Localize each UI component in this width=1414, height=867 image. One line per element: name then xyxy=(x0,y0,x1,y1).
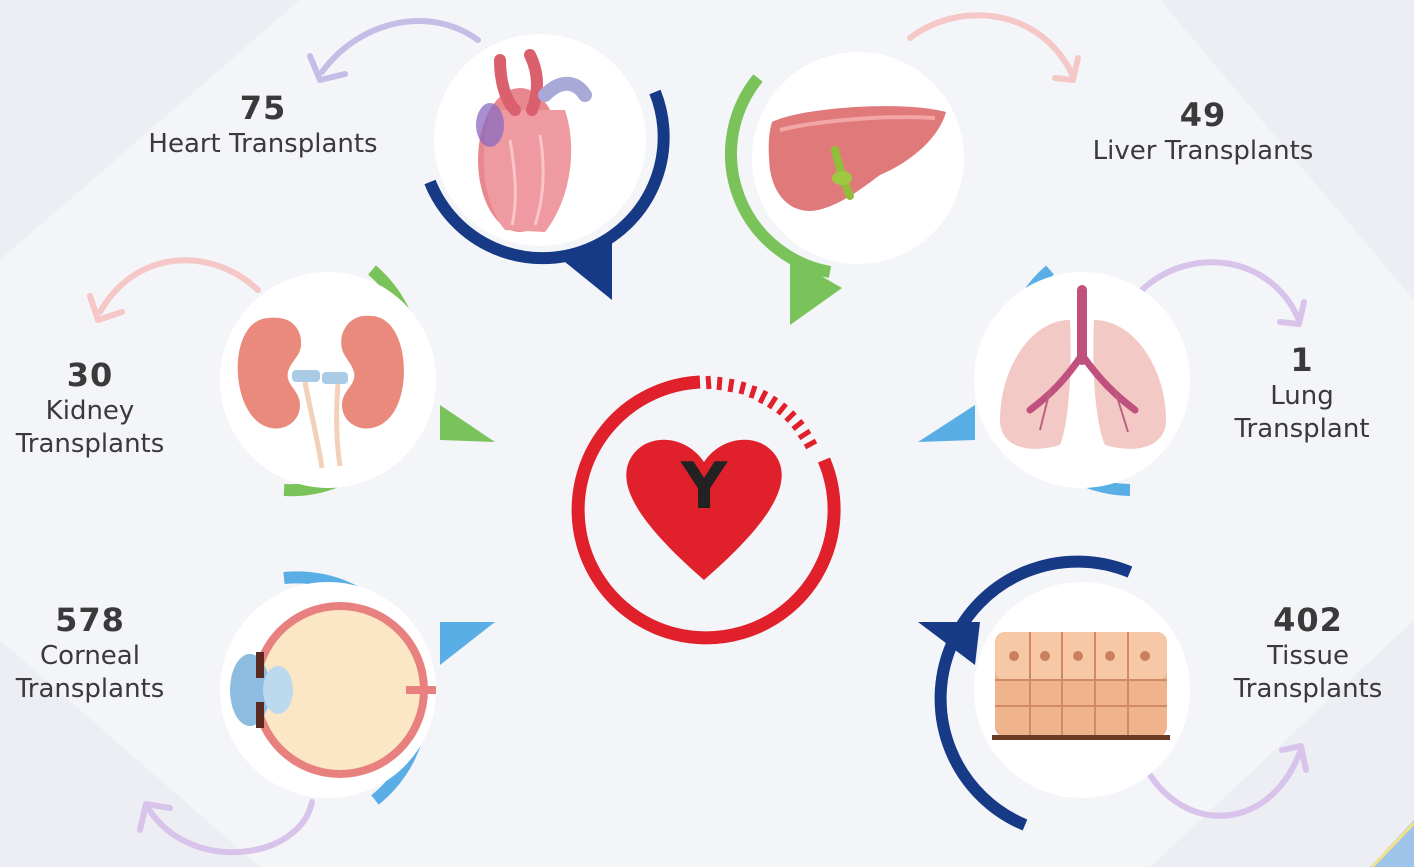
lung-label: 1 Lung Transplant xyxy=(1212,340,1392,445)
eye-organ-icon xyxy=(230,602,436,778)
tissue-arrow xyxy=(1147,743,1309,819)
cornea-name-line-2: Transplants xyxy=(15,673,165,704)
tissue-count: 402 xyxy=(1273,601,1343,639)
cornea-arrow xyxy=(137,799,315,856)
center-ring-ticks xyxy=(705,375,818,450)
liver-organ-icon xyxy=(768,106,946,211)
lung-name-line-1: Lung xyxy=(1270,381,1334,411)
liver-count: 49 xyxy=(1179,96,1227,134)
heart-name: Heart Transplants xyxy=(148,129,378,159)
arrows-layer xyxy=(87,12,1309,856)
tissue-name-line-2: Transplants xyxy=(1233,673,1383,704)
cornea-name-line-1: Corneal xyxy=(40,641,140,671)
center-logo-letter: Y xyxy=(680,450,728,524)
heart-count: 75 xyxy=(239,89,287,127)
kidney-organ-icon xyxy=(237,315,404,469)
kidney-count: 30 xyxy=(66,356,114,394)
tissue-node xyxy=(918,555,1190,831)
kidney-name-line-2: Transplants xyxy=(15,428,165,459)
cornea-node xyxy=(220,571,495,805)
liver-node xyxy=(725,52,964,325)
lung-count: 1 xyxy=(1290,341,1314,379)
center-logo xyxy=(571,375,841,645)
lung-organ-icon xyxy=(1000,285,1166,449)
lung-node xyxy=(918,265,1190,496)
heart-label: 75 Heart Transplants xyxy=(118,88,408,161)
kidney-node xyxy=(220,265,495,497)
kidney-arrow xyxy=(87,257,261,323)
kidney-name-line-1: Kidney xyxy=(45,396,135,426)
center-heart-icon xyxy=(626,439,782,580)
tissue-cells-icon xyxy=(992,632,1170,740)
lung-name-line-2: Transplant xyxy=(1234,413,1370,444)
heart-node xyxy=(424,34,670,300)
heart-organ-icon xyxy=(476,49,592,232)
cornea-count: 578 xyxy=(55,601,125,639)
tissue-label: 402 Tissue Transplants xyxy=(1218,600,1398,705)
liver-arrow xyxy=(907,12,1081,83)
lung-arrow xyxy=(1139,259,1307,327)
kidney-label: 30 Kidney Transplants xyxy=(0,355,180,460)
liver-label: 49 Liver Transplants xyxy=(1058,95,1348,168)
heart-arrow xyxy=(307,18,481,83)
liver-name: Liver Transplants xyxy=(1092,136,1314,166)
cornea-label: 578 Corneal Transplants xyxy=(0,600,180,705)
center-ring xyxy=(571,375,841,645)
tissue-name-line-1: Tissue xyxy=(1267,641,1349,671)
